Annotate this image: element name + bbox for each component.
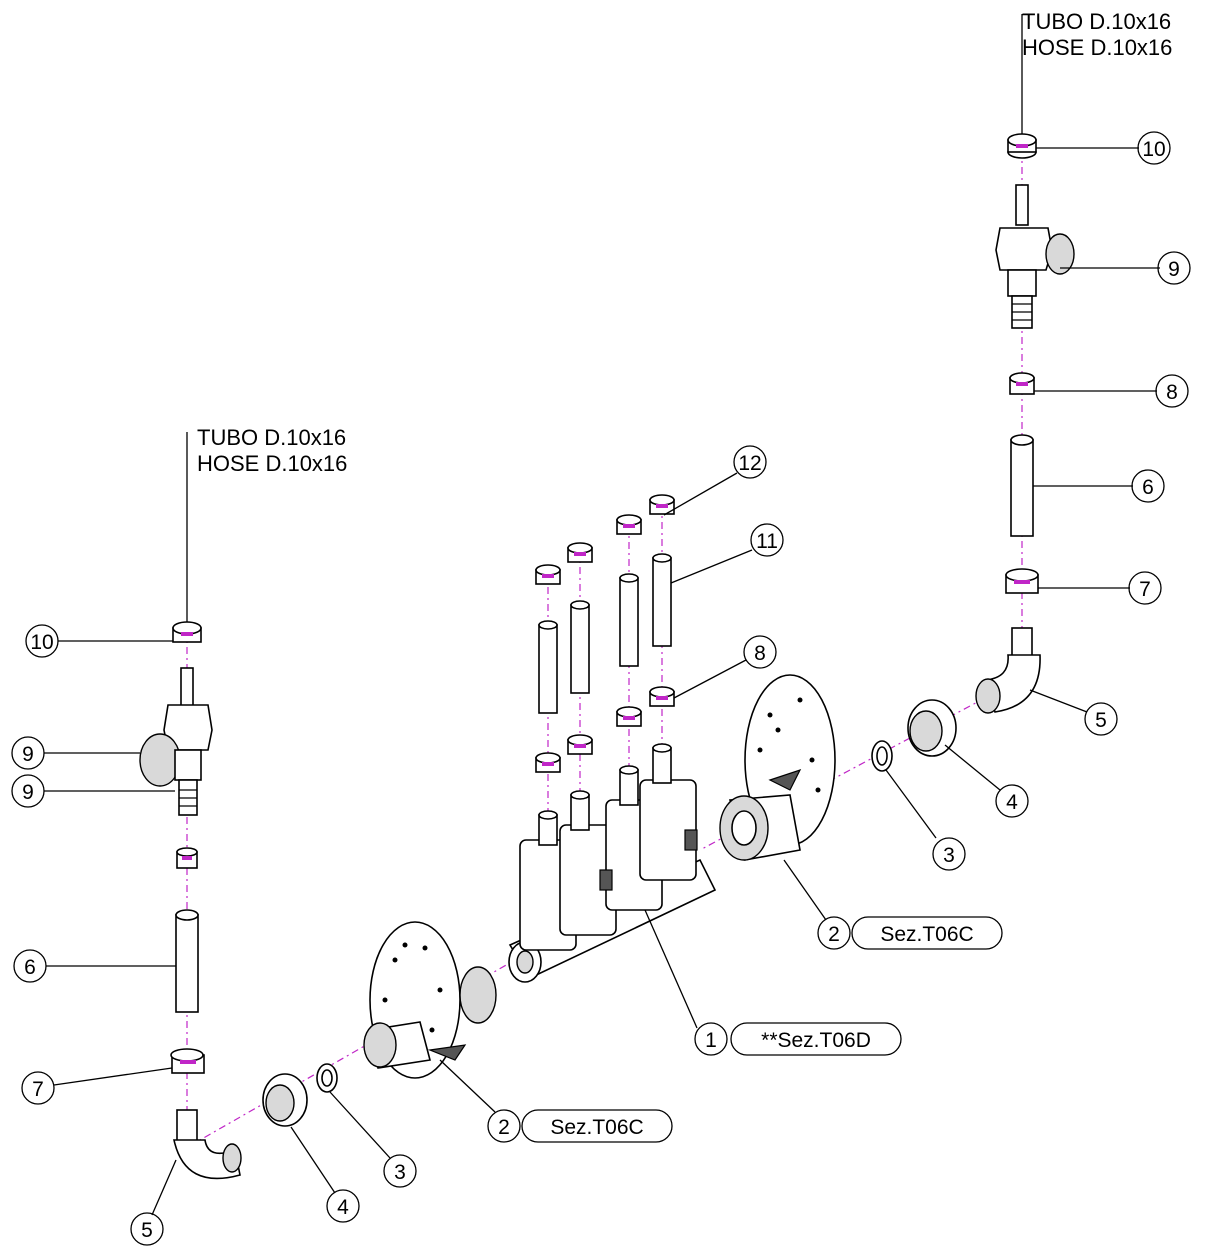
callout-balloons: 10 9 8 6 7 5 4 (11, 131, 1191, 1246)
hose-clamp-8-right (1009, 372, 1035, 395)
svg-text:4: 4 (337, 1196, 349, 1219)
svg-text:**Sez.T06D: **Sez.T06D (761, 1029, 871, 1052)
callout-8-right: 8 (1155, 374, 1189, 408)
callout-3-right: 3 (932, 837, 966, 871)
leader-lines (44, 147, 1160, 1216)
fitting-3 (619, 765, 639, 806)
hose-clamp-10-right (1007, 133, 1037, 159)
section-valve-2-right (719, 674, 836, 861)
callout-9-left-b: 9 (11, 774, 45, 808)
callout-10-left: 10 (25, 624, 59, 658)
svg-text:10: 10 (1142, 138, 1165, 161)
callout-2-right: 2 (817, 916, 851, 950)
branch-clamps-8 (535, 686, 675, 773)
branch-clamps-12 (535, 494, 675, 585)
centerline-left-diagonal (199, 939, 551, 1141)
elbow-5-right (975, 627, 1041, 714)
gasket-3-right (871, 740, 893, 772)
callout-1: 1 (694, 1022, 728, 1056)
section-valve-2-left (363, 921, 497, 1079)
callout-12: 12 (733, 445, 767, 479)
hose-6-left (175, 909, 199, 1013)
assembly-centerlines (186, 150, 1023, 1141)
ref-main-sez-t06d: **Sez.T06D (730, 1022, 902, 1056)
hose-note-left: TUBO D.10x16 HOSE D.10x16 (197, 425, 347, 477)
ring-nut-4-left (262, 1073, 308, 1127)
svg-text:10: 10 (30, 631, 53, 654)
hose-clamp-7-right (1005, 568, 1039, 594)
hose-note-right-line1: TUBO D.10x16 (1022, 9, 1172, 34)
callout-6-right: 6 (1131, 469, 1165, 503)
manifold-1 (508, 779, 717, 983)
branch-hoses-11 (538, 553, 672, 714)
svg-text:3: 3 (943, 844, 955, 867)
callout-7-right: 7 (1128, 571, 1162, 605)
callout-10-right: 10 (1137, 131, 1171, 165)
svg-text:6: 6 (1142, 476, 1154, 499)
svg-text:1: 1 (705, 1029, 717, 1052)
svg-text:4: 4 (1006, 791, 1018, 814)
fitting-2 (570, 790, 590, 831)
svg-text:3: 3 (394, 1161, 406, 1184)
elbow-5-left (173, 1109, 242, 1180)
fitting-4 (652, 743, 672, 784)
callout-4-left: 4 (326, 1189, 360, 1223)
ring-nut-4-right (907, 699, 957, 757)
svg-text:12: 12 (738, 452, 761, 475)
svg-text:8: 8 (754, 642, 766, 665)
hose-clamp-8-left (176, 847, 198, 869)
hose-clamp-7-left (170, 1048, 205, 1074)
branch-fittings (538, 743, 672, 846)
hose-note-left-line2: HOSE D.10x16 (197, 451, 348, 476)
callout-8-mid: 8 (743, 635, 777, 669)
svg-text:7: 7 (1139, 578, 1151, 601)
callout-6-left: 6 (13, 949, 47, 983)
hose-note-right: TUBO D.10x16 HOSE D.10x16 (1022, 9, 1172, 61)
ref-right-sez-t06c: Sez.T06C (851, 916, 1003, 950)
gasket-3-left (316, 1063, 338, 1093)
left-stack (139, 432, 213, 1074)
section-references: Sez.T06C **Sez.T06D Sez.T06C (521, 916, 1003, 1143)
right-stack (719, 14, 1075, 861)
callout-4-right: 4 (995, 784, 1029, 818)
svg-text:5: 5 (1095, 709, 1107, 732)
svg-text:9: 9 (1168, 258, 1180, 281)
callout-9-left-a: 9 (11, 736, 45, 770)
hose-note-left-line1: TUBO D.10x16 (197, 425, 347, 450)
valve-9-right (995, 184, 1075, 329)
callout-3-left: 3 (383, 1154, 417, 1188)
callout-9-right: 9 (1157, 251, 1191, 285)
hose-note-right-line2: HOSE D.10x16 (1022, 35, 1173, 60)
svg-text:7: 7 (32, 1078, 44, 1101)
svg-text:9: 9 (22, 781, 34, 804)
hose-clamp-10-left (172, 621, 202, 643)
svg-text:5: 5 (141, 1219, 153, 1242)
callout-7-left: 7 (21, 1071, 55, 1105)
svg-text:2: 2 (828, 923, 840, 946)
valve-9-left (139, 667, 213, 816)
svg-text:2: 2 (498, 1116, 510, 1139)
callout-2-left: 2 (487, 1109, 521, 1143)
hose-6-right (1010, 434, 1034, 537)
ref-left-sez-t06c: Sez.T06C (521, 1109, 673, 1143)
fitting-1 (538, 810, 558, 846)
svg-text:Sez.T06C: Sez.T06C (550, 1116, 643, 1139)
svg-text:11: 11 (756, 530, 778, 553)
callout-5-left: 5 (130, 1212, 164, 1246)
svg-text:8: 8 (1166, 381, 1178, 404)
callout-11: 11 (750, 523, 784, 557)
svg-text:6: 6 (24, 956, 36, 979)
svg-text:Sez.T06C: Sez.T06C (880, 923, 973, 946)
svg-text:9: 9 (22, 743, 34, 766)
callout-5-right: 5 (1084, 702, 1118, 736)
